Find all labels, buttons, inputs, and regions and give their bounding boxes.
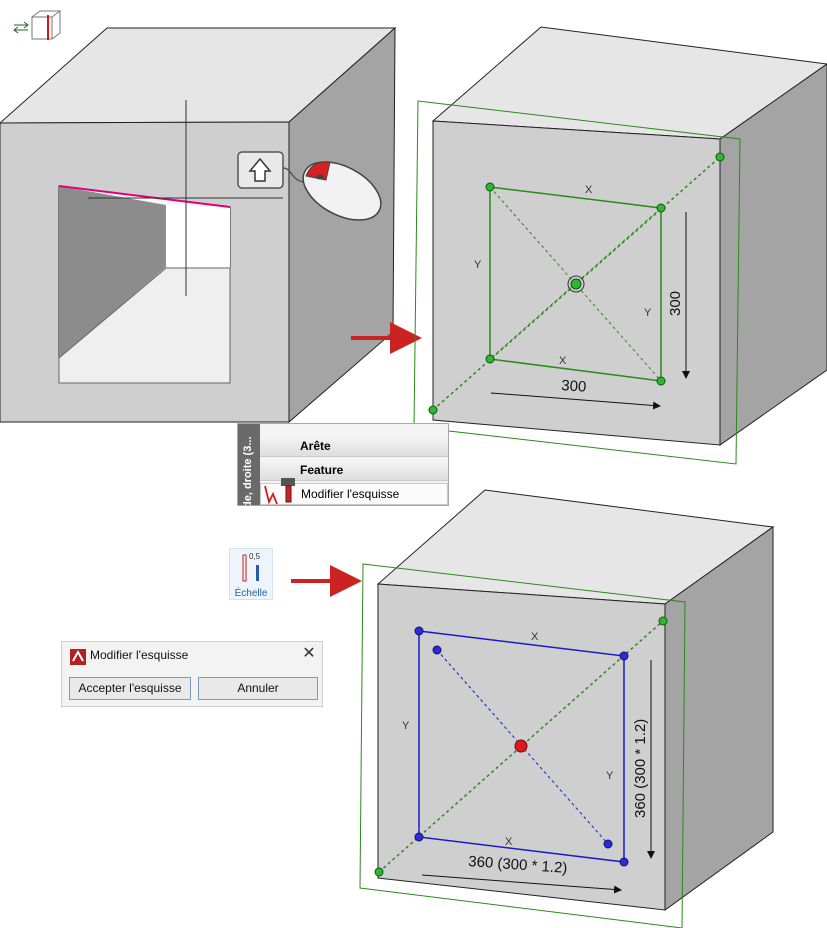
constraint-y-label: Y [402, 720, 410, 732]
menu-item-modify-sketch[interactable]: Modifier l'esquisse [260, 483, 448, 505]
mouse-icon [302, 161, 382, 221]
sketch-2-dim-horizontal: 360 (300 * 1.2) [468, 853, 568, 877]
cancel-button[interactable]: Annuler [198, 677, 318, 700]
constraint-x-label: X [505, 836, 513, 848]
context-menu: de, droite (3... Arête Feature Modifier … [237, 423, 449, 506]
scale-icon [242, 554, 259, 582]
accept-sketch-button[interactable]: Accepter l'esquisse [69, 677, 191, 700]
cube-sketch-original [413, 26, 827, 465]
context-menu-side-panel: de, droite (3... [238, 424, 260, 506]
context-menu-side-label: de, droite (3... [242, 436, 254, 506]
close-icon[interactable]: ✕ [302, 645, 316, 662]
constraint-x-label: X [531, 631, 539, 643]
constraint-x-label: X [585, 184, 593, 196]
sketch-2-dim-vertical: 360 (300 * 1.2) [632, 719, 649, 818]
constraint-y-label: Y [474, 259, 482, 271]
cube-with-opening [0, 26, 397, 424]
menu-header-feature: Feature [260, 459, 448, 481]
cube-sketch-scaled [359, 489, 775, 928]
scale-button[interactable]: 0,5 Échelle [229, 548, 273, 600]
constraint-y-label: Y [606, 770, 614, 782]
constraint-y-label: Y [644, 307, 652, 319]
scale-value-label: 0,5 [249, 552, 261, 561]
app-logo-icon [70, 649, 86, 665]
dialog-title: Modifier l'esquisse [90, 648, 189, 662]
scale-button-label: Échelle [234, 588, 268, 599]
sketch-1-dim-horizontal: 300 [561, 377, 587, 396]
menu-header-arete: Arête [260, 435, 448, 457]
shift-key-icon [237, 151, 306, 189]
constraint-x-label: X [559, 355, 567, 367]
swap-view-icon[interactable] [13, 10, 62, 40]
modify-sketch-dialog: Modifier l'esquisse ✕ Accepter l'esquiss… [61, 641, 323, 707]
sketch-edit-icon [264, 478, 295, 505]
sketch-1-dim-vertical: 300 [667, 291, 684, 316]
